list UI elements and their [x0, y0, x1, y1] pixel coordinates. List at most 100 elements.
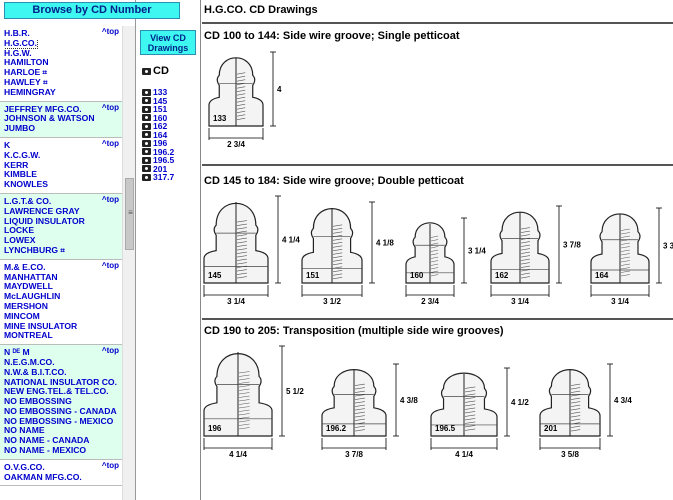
manufacturer-link[interactable]: McLAUGHLIN	[4, 292, 61, 302]
manufacturer-link[interactable]: N.W.& B.I.T.CO.	[4, 367, 67, 377]
cd-link[interactable]: 196	[142, 139, 174, 148]
width-label: 2 3/4	[421, 297, 439, 306]
manufacturer-link[interactable]: NEW ENG.TEL.& TEL.CO.	[4, 387, 109, 397]
manufacturer-link[interactable]: H.G.W.	[4, 48, 32, 58]
cd-number-label: 151	[306, 271, 320, 280]
manufacturer-link[interactable]: NO EMBOSSING - CANADA	[4, 406, 117, 416]
view-cd-drawings-button[interactable]: View CD Drawings	[140, 30, 196, 55]
manufacturer-link[interactable]: N ᴰᴱ M	[4, 348, 30, 358]
manufacturer-link[interactable]: NO EMBOSSING - MEXICO	[4, 416, 114, 426]
camera-icon	[142, 122, 151, 130]
manufacturer-link[interactable]: NO NAME	[4, 426, 45, 436]
manufacturer-link[interactable]: MONTREAL	[4, 331, 53, 341]
manufacturer-link[interactable]: JUMBO	[4, 124, 36, 134]
manufacturer-link[interactable]: M.& E.CO.	[4, 262, 46, 272]
top-link[interactable]: ^top	[101, 102, 119, 112]
cd-link[interactable]: 196.2	[142, 147, 174, 157]
camera-icon	[142, 114, 151, 122]
top-link[interactable]: ^top	[101, 346, 119, 356]
cd-link[interactable]: 162	[142, 122, 174, 131]
cd-link[interactable]: 164	[142, 130, 174, 140]
manufacturer-link[interactable]: KERR	[4, 160, 29, 170]
camera-icon	[142, 173, 151, 181]
cd-link[interactable]: 201	[142, 164, 174, 174]
cd-link[interactable]: 133	[142, 88, 174, 97]
manufacturer-link[interactable]: HARLOE ⌗	[4, 68, 48, 78]
manufacturer-link[interactable]: JEFFREY MFG.CO.	[4, 104, 82, 114]
camera-icon	[142, 105, 151, 113]
manufacturer-link[interactable]: LIQUID INSULATOR	[4, 216, 85, 226]
divider	[202, 318, 673, 320]
manufacturer-link[interactable]: NATIONAL INSULATOR CO.	[4, 377, 117, 387]
top-link[interactable]: ^top	[101, 460, 119, 470]
cd-number-label: 201	[544, 424, 558, 433]
manufacturer-link[interactable]: OAKMAN MFG.CO.	[4, 472, 82, 482]
manufacturer-link[interactable]: H.B.R.	[4, 29, 30, 38]
manufacturer-link[interactable]: K	[4, 140, 11, 150]
top-link[interactable]: ^top	[101, 260, 119, 270]
cd-link[interactable]: 317.7	[142, 173, 174, 182]
scrollbar-grip-icon: ≡	[128, 208, 133, 217]
cd-link[interactable]: 145	[142, 96, 174, 106]
manufacturer-link[interactable]: JOHNSON & WATSON	[4, 114, 95, 124]
manufacturer-link[interactable]: LOCKE	[4, 226, 35, 236]
scrollbar[interactable]: ≡	[122, 26, 135, 500]
manufacturer-link[interactable]: LOWEX	[4, 236, 36, 246]
height-label: 3 7/8	[563, 241, 581, 250]
divider	[202, 164, 673, 166]
cd-link[interactable]: 160	[142, 113, 174, 123]
top-link[interactable]: ^top	[101, 138, 119, 148]
browse-by-cd-button[interactable]: Browse by CD Number	[4, 2, 180, 19]
cd-number-label: 160	[410, 271, 424, 280]
width-label: 3 1/4	[227, 297, 245, 306]
manufacturer-link[interactable]: LAWRENCE GRAY	[4, 206, 80, 216]
manufacturer-link[interactable]: N.E.G.M.CO.	[4, 357, 55, 367]
manufacturer-link[interactable]: MANHATTAN	[4, 272, 58, 282]
top-link[interactable]: ^top	[101, 194, 119, 204]
manufacturer-link[interactable]: L.G.T.& CO.	[4, 196, 52, 206]
manufacturer-link[interactable]: NO NAME - CANADA	[4, 436, 90, 446]
manufacturer-link[interactable]: O.V.G.CO.	[4, 462, 45, 472]
manufacturer-link[interactable]: K.C.G.W.	[4, 150, 41, 160]
top-link[interactable]: ^top	[101, 27, 119, 36]
drawings-panel: H.G.CO. CD Drawings CD 100 to 144: Side …	[202, 0, 673, 500]
manufacturer-link[interactable]: NO EMBOSSING	[4, 397, 72, 407]
camera-icon	[142, 97, 151, 105]
manufacturer-link[interactable]: H.G.CO.	[4, 38, 38, 49]
insulator-drawing: 3 7/8 3 1/4 162	[490, 205, 581, 306]
manufacturer-link[interactable]: MINE INSULATOR	[4, 321, 78, 331]
scrollbar-thumb[interactable]: ≡	[125, 178, 134, 250]
manufacturer-link[interactable]: LYNCHBURG ⌗	[4, 245, 65, 255]
manufacturer-link[interactable]: HAMILTON	[4, 58, 49, 68]
width-label: 3 1/4	[511, 297, 529, 306]
manufacturer-link[interactable]: NO NAME - MEXICO	[4, 446, 87, 456]
camera-icon	[142, 67, 151, 75]
manufacturer-link[interactable]: MERSHON	[4, 301, 48, 311]
manufacturer-link[interactable]: MINCOM	[4, 311, 40, 321]
cd-number-label: 196.5	[435, 424, 456, 433]
view-button-line1: View CD	[150, 33, 186, 43]
width-label: 3 7/8	[345, 450, 363, 459]
manufacturer-link[interactable]: HEMINGRAY	[4, 87, 56, 97]
cd-number-label: 162	[495, 271, 509, 280]
cd-number-label: 196.2	[326, 424, 347, 433]
cd-heading-label: CD	[153, 65, 169, 77]
cd-link[interactable]: 151	[142, 105, 174, 114]
cd-link[interactable]: 196.5	[142, 156, 174, 165]
manufacturer-link[interactable]: KIMBLE	[4, 170, 37, 180]
manufacturer-link[interactable]: KNOWLES	[4, 180, 48, 190]
manufacturer-link[interactable]: HAWLEY ⌗	[4, 77, 48, 87]
manufacturer-link[interactable]: MAYDWELL	[4, 282, 53, 292]
